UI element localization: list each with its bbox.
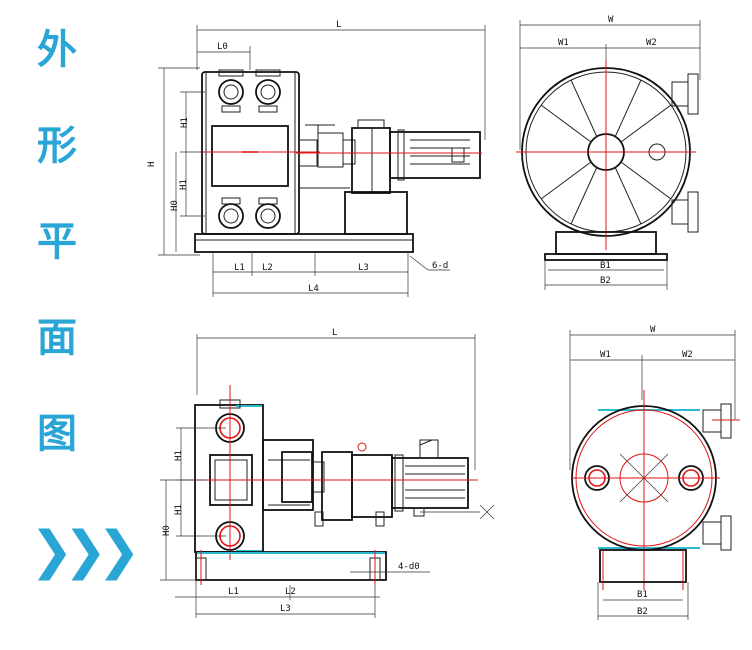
dim-W1-bottom: W1 bbox=[600, 350, 611, 360]
dim-L1: L1 bbox=[234, 263, 245, 273]
dim-L0: L0 bbox=[217, 42, 228, 52]
page-title: 外 形 平 面 图 bbox=[22, 30, 92, 510]
bottom-front-view: L bbox=[160, 328, 495, 618]
dim-L-bottom: L bbox=[332, 328, 337, 338]
dim-H1-lower: H1 bbox=[179, 179, 189, 190]
dim-H1-bottom-upper: H1 bbox=[174, 450, 184, 461]
dim-H1-bottom-lower: H1 bbox=[174, 504, 184, 515]
dim-L4: L4 bbox=[308, 284, 319, 294]
dim-W2-top: W2 bbox=[646, 38, 657, 48]
dim-L2: L2 bbox=[262, 263, 273, 273]
dim-B1-bottom: B1 bbox=[637, 590, 648, 600]
dim-W-top: W bbox=[608, 15, 614, 25]
dim-H0-bottom: H0 bbox=[162, 525, 172, 536]
dim-L: L bbox=[336, 20, 341, 30]
dim-W1-top: W1 bbox=[558, 38, 569, 48]
dim-L1-bottom: L1 bbox=[228, 587, 239, 597]
title-char-1: 外 bbox=[37, 27, 77, 73]
title-char-3: 平 bbox=[37, 219, 77, 265]
dim-holes-4d0: 4-d0 bbox=[398, 562, 420, 572]
title-char-2: 形 bbox=[37, 123, 77, 169]
dim-H: H bbox=[147, 162, 157, 167]
dim-L3-bottom: L3 bbox=[280, 604, 291, 614]
top-side-view: W W1 W2 bbox=[516, 15, 701, 290]
dim-B2-bottom: B2 bbox=[637, 607, 648, 617]
chevron-right-icon: ❯❯❯ bbox=[30, 521, 141, 581]
title-char-5: 图 bbox=[37, 411, 77, 457]
dim-H0: H0 bbox=[170, 200, 180, 211]
dim-W-bottom: W bbox=[650, 325, 656, 335]
dim-B1-top: B1 bbox=[600, 261, 611, 271]
dim-holes-6d: 6-d bbox=[432, 261, 448, 271]
top-front-view: L L0 bbox=[147, 20, 486, 297]
dim-L2-bottom: L2 bbox=[285, 587, 296, 597]
dim-H1-upper: H1 bbox=[180, 117, 190, 128]
dim-L3: L3 bbox=[358, 263, 369, 273]
title-char-4: 面 bbox=[37, 315, 77, 361]
dim-W2-bottom: W2 bbox=[682, 350, 693, 360]
bottom-side-view: W W1 W2 B1 B2 bbox=[569, 325, 740, 620]
dim-B2-top: B2 bbox=[600, 276, 611, 286]
